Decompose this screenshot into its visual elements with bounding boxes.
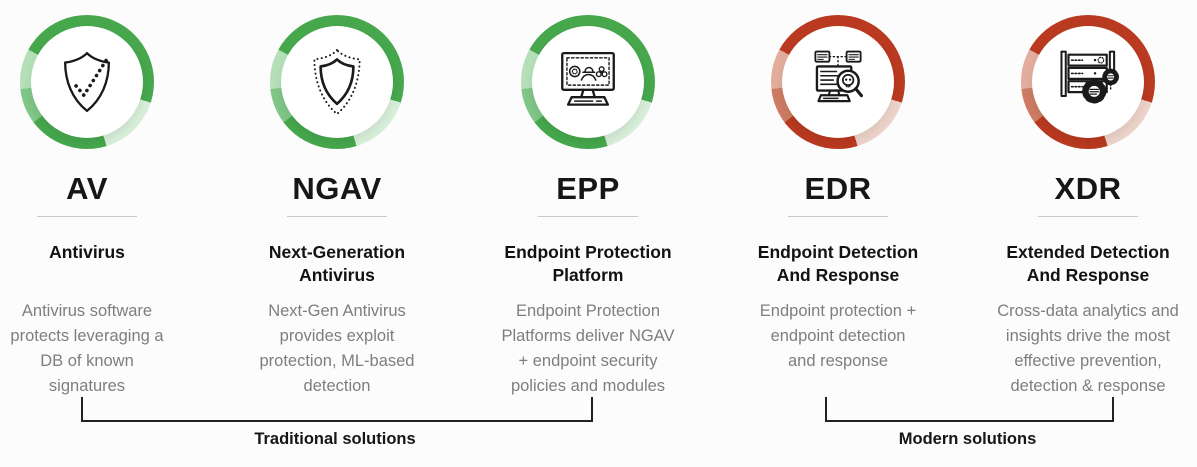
av-acronym: AV <box>66 171 108 206</box>
column-epp: EPP Endpoint Protection Platform Endpoin… <box>463 15 713 400</box>
divider <box>37 216 137 217</box>
ngav-ring <box>270 15 404 149</box>
ngav-title: Next-Generation Antivirus <box>268 242 406 286</box>
epp-description: Endpoint Protection Platforms deliver NG… <box>501 302 675 396</box>
ngav-acronym: NGAV <box>292 171 382 206</box>
edr-title: Endpoint Detection And Response <box>757 242 919 286</box>
column-edr: EDR Endpoint Detection And Response Endp… <box>713 15 963 374</box>
av-description: Antivirus software protects leveraging a… <box>10 302 164 396</box>
ngav-ring-inner <box>281 26 393 138</box>
epp-ring-inner <box>532 26 644 138</box>
column-av: AV Antivirus Antivirus software protects… <box>0 15 212 399</box>
xdr-title: Extended Detection And Response <box>1006 242 1170 286</box>
xdr-ring-inner <box>1032 26 1144 138</box>
edr-ring <box>771 15 905 149</box>
av-ring <box>20 15 154 149</box>
divider <box>287 216 387 217</box>
monitor-skull-magnifier-icon <box>814 50 863 103</box>
xdr-acronym: XDR <box>1054 171 1122 206</box>
av-title: Antivirus <box>49 242 125 262</box>
ngav-description: Next-Gen Antivirus provides exploit prot… <box>259 302 415 396</box>
modern-solutions-label: Modern solutions <box>898 430 1037 448</box>
epp-acronym: EPP <box>556 171 620 206</box>
column-ngav: NGAV Next-Generation Antivirus Next-Gen … <box>212 15 462 400</box>
xdr-ring <box>1021 15 1155 149</box>
shield-dotted-icon <box>313 49 361 115</box>
divider <box>788 216 888 217</box>
av-ring-inner <box>31 26 143 138</box>
traditional-solutions-label: Traditional solutions <box>254 430 416 448</box>
column-xdr: XDR Extended Detection And Response Cros… <box>963 15 1197 400</box>
xdr-description: Cross-data analytics and insights drive … <box>997 302 1179 396</box>
server-gears-icon <box>1060 50 1119 104</box>
traditional-solutions-bracket <box>81 397 593 422</box>
epp-title: Endpoint Protection Platform <box>504 242 672 286</box>
edr-acronym: EDR <box>804 171 872 206</box>
shield-check-icon <box>63 51 111 113</box>
edr-description: Endpoint protection + endpoint detection… <box>759 302 917 371</box>
divider <box>1038 216 1138 217</box>
modern-solutions-bracket <box>825 397 1114 422</box>
divider <box>538 216 638 217</box>
epp-ring <box>521 15 655 149</box>
edr-ring-inner <box>782 26 894 138</box>
monitor-threats-icon <box>561 51 615 106</box>
